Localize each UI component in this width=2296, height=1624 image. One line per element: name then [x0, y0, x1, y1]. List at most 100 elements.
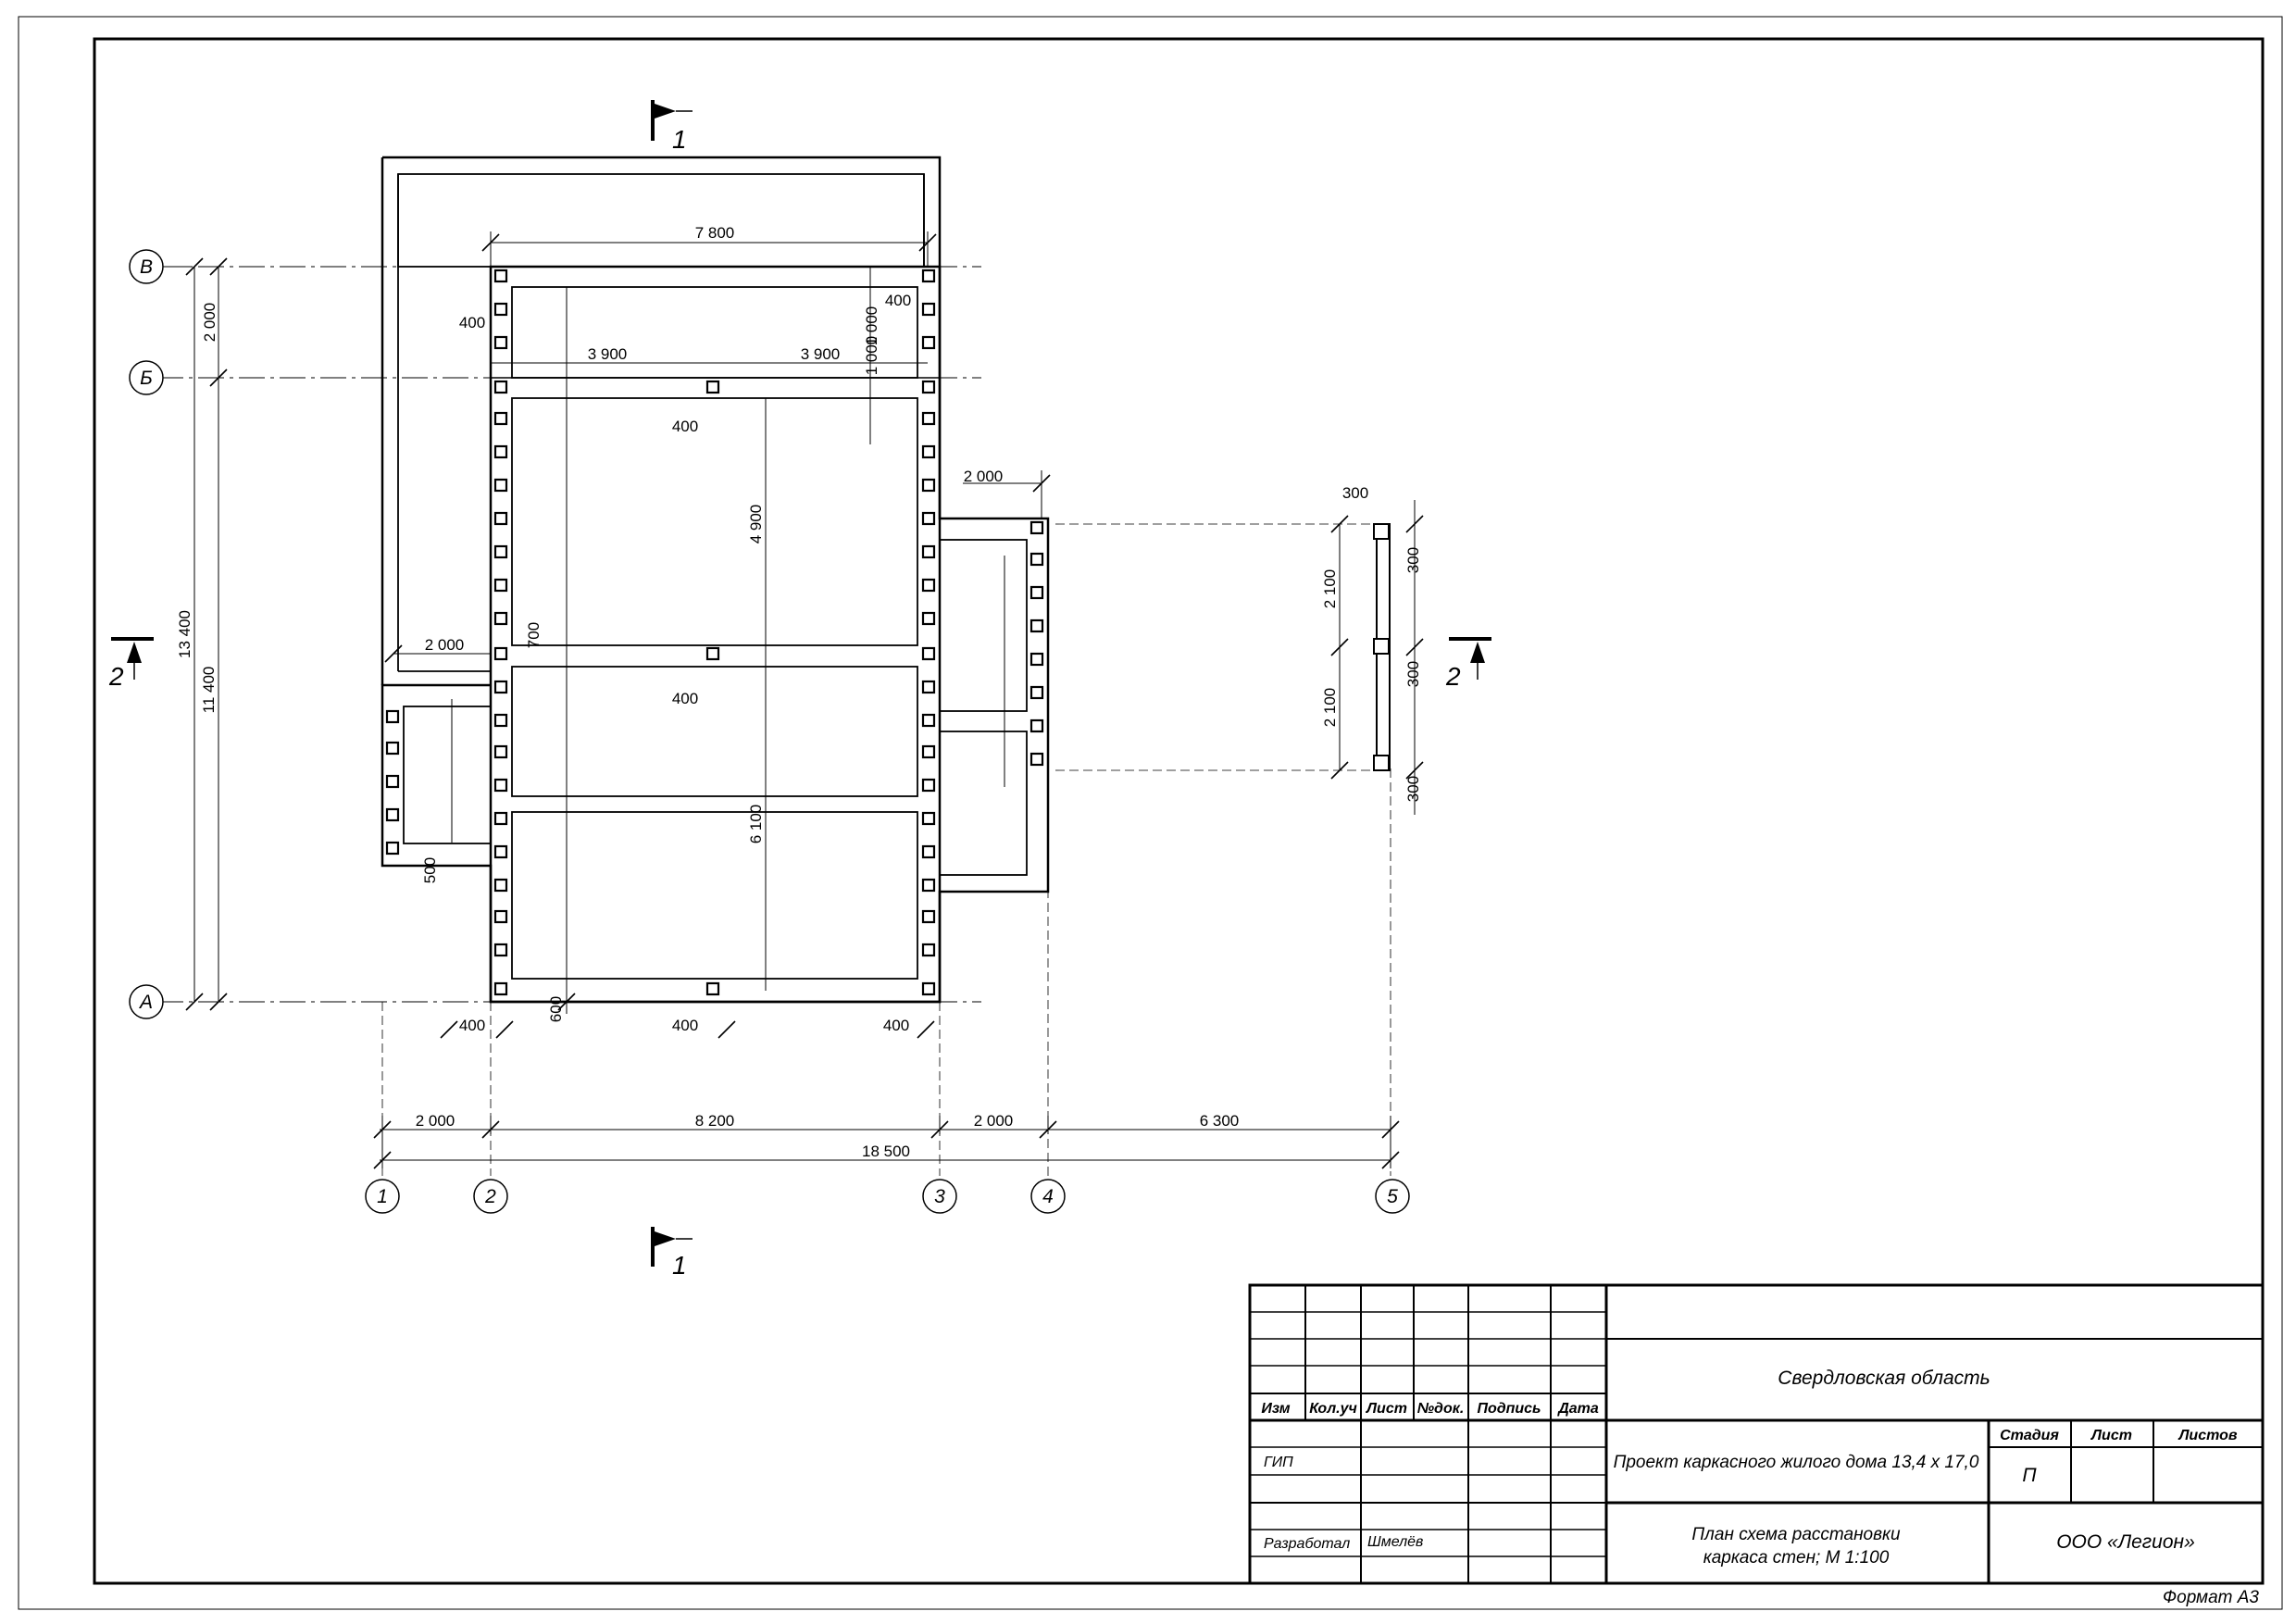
tb-header-kol: Кол.уч [1309, 1401, 1357, 1417]
axis-label-5: 5 [1387, 1186, 1398, 1207]
axis-bubble-v [129, 249, 164, 284]
axis-label-b: Б [140, 368, 153, 389]
dim-3900-a: 3 900 [588, 345, 628, 363]
frame-post [493, 411, 508, 426]
frame-post [921, 713, 936, 728]
frame-post [921, 444, 936, 459]
frame-post [921, 578, 936, 593]
dimension-lines [193, 231, 1416, 1168]
dim-1000-b: 1 000 [863, 336, 880, 376]
frame-post [921, 478, 936, 493]
frame-post [493, 646, 508, 661]
frame-post [921, 878, 936, 893]
frame-post [493, 909, 508, 924]
tb-stage-label: Стадия [2000, 1428, 2059, 1443]
frame-post [493, 713, 508, 728]
dim-2000-vertical: 2 000 [201, 303, 218, 343]
frame-post [1029, 520, 1044, 535]
title-block-text: Изм Кол.уч Лист №док. Подпись Дата ГИП Р… [1261, 1368, 2238, 1568]
frame-post [1029, 618, 1044, 633]
axis-bubble-3 [922, 1179, 957, 1214]
dim-300-b: 300 [1404, 661, 1422, 687]
frame-post [921, 380, 936, 394]
frame-post [705, 981, 720, 996]
dim-18500: 18 500 [862, 1143, 910, 1160]
dim-400-6: 400 [459, 1017, 485, 1034]
dim-700-a: 700 [525, 622, 543, 648]
dim-400-3: 400 [672, 418, 698, 435]
frame-post [493, 611, 508, 626]
dim-3900-b: 3 900 [801, 345, 841, 363]
axis-label-a: А [138, 992, 153, 1013]
dim-500: 500 [421, 857, 439, 883]
sheet-outer-border [18, 16, 2283, 1610]
dim-400-2: 400 [459, 314, 485, 331]
dim-2000-right: 2 000 [964, 468, 1004, 485]
dim-2100-a: 2 100 [1321, 569, 1339, 609]
tb-header-ndok: №док. [1417, 1401, 1465, 1417]
dim-4900: 4 900 [747, 505, 765, 544]
dim-300-c: 300 [1404, 776, 1422, 802]
frame-post [493, 778, 508, 793]
projection-lines [381, 523, 1391, 1176]
axis-label-4: 4 [1042, 1186, 1054, 1207]
frame-post [493, 981, 508, 996]
dim-8200: 8 200 [695, 1112, 735, 1130]
axis-label-2: 2 [484, 1186, 496, 1207]
frame-post [493, 511, 508, 526]
frame-post [921, 511, 936, 526]
frame-post [493, 811, 508, 826]
tb-header-izm: Изм [1261, 1401, 1290, 1417]
dim-400-1: 400 [885, 292, 911, 309]
frame-post [921, 981, 936, 996]
frame-post [1029, 752, 1044, 767]
dim-6100: 6 100 [747, 805, 765, 844]
frame-post [385, 841, 400, 856]
dim-600-bottom: 600 [547, 996, 565, 1022]
section-1-bottom-label: 1 [672, 1251, 687, 1280]
dim-400-4: 400 [672, 690, 698, 707]
frame-post [493, 578, 508, 593]
format-label: Формат А3 [2163, 1588, 2259, 1607]
frame-post [493, 943, 508, 957]
frame-post [921, 844, 936, 859]
tb-sheet-title-2: каркаса стен; М 1:100 [1703, 1548, 1890, 1568]
frame-post [493, 878, 508, 893]
frame-post [493, 380, 508, 394]
dim-2000-left: 2 000 [425, 636, 465, 654]
dim-2000-bottom-a: 2 000 [416, 1112, 455, 1130]
frame-post [385, 709, 400, 724]
frame-post [385, 774, 400, 789]
frame-post [493, 680, 508, 694]
frame-post [493, 444, 508, 459]
axis-bubble-2 [473, 1179, 508, 1214]
frame-posts [385, 269, 1044, 996]
frame-post [493, 302, 508, 317]
tb-razrabotal-label: Разработал [1264, 1536, 1350, 1552]
title-block [1248, 1283, 2265, 1585]
frame-post [1029, 585, 1044, 600]
dim-2000-bottom-b: 2 000 [974, 1112, 1014, 1130]
frame-post [493, 744, 508, 759]
frame-post [1029, 652, 1044, 667]
tb-gip: ГИП [1264, 1455, 1293, 1470]
tb-sheet-title-1: План схема расстановки [1691, 1525, 1901, 1544]
frame-post [921, 744, 936, 759]
dim-400-5: 400 [672, 1017, 698, 1034]
frame-post [705, 646, 720, 661]
frame-post [493, 335, 508, 350]
frame-post [921, 544, 936, 559]
tb-header-list: Лист [1366, 1401, 1407, 1417]
frame-post [385, 807, 400, 822]
frame-post [493, 478, 508, 493]
frame-post [1029, 685, 1044, 700]
dim-300-a: 300 [1404, 547, 1422, 573]
dim-7800: 7 800 [695, 224, 735, 242]
terrace-outline [397, 173, 925, 268]
tb-stage-value: П [2022, 1465, 2037, 1486]
frame-post [1029, 718, 1044, 733]
axis-bubble-b [129, 360, 164, 395]
frame-post [921, 811, 936, 826]
tb-header-podpis: Подпись [1477, 1401, 1541, 1417]
